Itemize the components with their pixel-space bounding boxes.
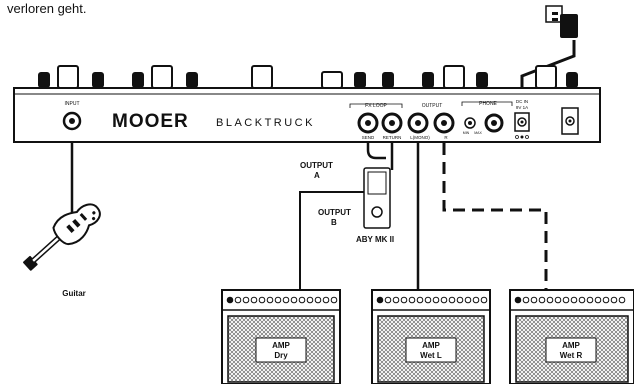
model-name: BLACKTRUCK (216, 117, 315, 129)
send-label: SEND (362, 135, 375, 140)
amp-dry: AMP Dry (221, 289, 341, 384)
phone-jack-icon (484, 113, 504, 133)
return-jack-icon (381, 112, 403, 134)
amp-knob-icon (250, 296, 258, 304)
amp-knob-icon (602, 296, 610, 304)
caption-text: verloren geht. (7, 1, 87, 16)
amp-knob-icon (472, 296, 480, 304)
amp-knob-icon (554, 296, 562, 304)
amp-knob-icon (562, 296, 570, 304)
power-adapter-icon (545, 5, 578, 38)
amp-knob-icon (416, 296, 424, 304)
cable-wet-r (442, 124, 548, 292)
amp-knob-icon (522, 296, 530, 304)
amp-dry-label-2: Dry (274, 351, 288, 360)
amp-knob-icon (234, 296, 242, 304)
pedal-body (13, 87, 601, 143)
amp-knob-icon (448, 296, 456, 304)
amp-knob-icon (274, 296, 282, 304)
output-a-letter: A (314, 171, 320, 180)
amp-wet-l: AMP Wet L (371, 289, 491, 384)
amp-knob-icon (282, 296, 290, 304)
amp-dry-label-1: AMP (272, 341, 290, 350)
amp-knob-icon (514, 296, 522, 304)
output-b-label: OUTPUT (318, 208, 351, 217)
amp-knob-icon (618, 296, 626, 304)
output-b-letter: B (331, 218, 337, 227)
amp-knob-icon (456, 296, 464, 304)
amp-knob-icon (384, 296, 392, 304)
cable-send-aby (366, 124, 386, 160)
amp-knob-icon (314, 296, 322, 304)
return-label: RETURN (383, 135, 402, 140)
amp-wet-l-label-1: AMP (422, 341, 440, 350)
dc-jack-icon (514, 112, 530, 139)
amp-knob-row (226, 296, 338, 304)
phone-knob-icon (464, 117, 476, 129)
amp-knob-icon (424, 296, 432, 304)
amp-knob-icon (400, 296, 408, 304)
phone-min-label: MIN (463, 131, 470, 135)
amp-knob-icon (480, 296, 488, 304)
amp-knob-row (514, 296, 626, 304)
amp-knob-icon (530, 296, 538, 304)
amp-knob-icon (432, 296, 440, 304)
brand-logo: MOOER (112, 111, 189, 132)
amp-knob-icon (330, 296, 338, 304)
amp-knob-icon (538, 296, 546, 304)
guitar-label: Guitar (62, 289, 86, 298)
amp-knob-icon (546, 296, 554, 304)
amp-knob-icon (392, 296, 400, 304)
amp-knob-icon (226, 296, 234, 304)
amp-knob-icon (290, 296, 298, 304)
cable-output-a (299, 191, 364, 292)
phone-max-label: MAX (474, 131, 482, 135)
guitar-icon (23, 203, 101, 271)
amp-knob-icon (578, 296, 586, 304)
amp-wet-r-label-1: AMP (562, 341, 580, 350)
l-mono-label: L(MONO) (410, 135, 430, 140)
r-label: R (444, 135, 448, 140)
input-label: INPUT (65, 101, 80, 107)
amp-wet-r: AMP Wet R (509, 289, 634, 384)
aby-label: ABY MK II (356, 235, 394, 244)
output-label: OUTPUT (422, 103, 443, 109)
amp-knob-icon (258, 296, 266, 304)
amp-knob-icon (586, 296, 594, 304)
amp-knob-icon (306, 296, 314, 304)
amp-knob-icon (594, 296, 602, 304)
dc-in-label: DC IN (516, 99, 528, 104)
amp-knob-icon (570, 296, 578, 304)
aby-box (363, 167, 391, 229)
pedal-top-controls (38, 65, 578, 89)
output-a-label: OUTPUT (300, 161, 333, 170)
fx-loop-label: FX LOOP (365, 103, 387, 109)
send-jack-icon (357, 112, 379, 134)
amp-knob-row (376, 296, 488, 304)
amp-knob-icon (440, 296, 448, 304)
output-r-jack-icon (433, 112, 455, 134)
amp-wet-l-label-2: Wet L (420, 351, 442, 360)
amp-knob-icon (242, 296, 250, 304)
amp-knob-icon (322, 296, 330, 304)
aby-footswitch-icon (371, 206, 383, 218)
amp-knob-icon (408, 296, 416, 304)
dc-rating-label: 9V 1A (516, 105, 528, 110)
amp-knob-icon (266, 296, 274, 304)
phone-label: PHONE (479, 101, 497, 107)
usb-port-icon (561, 107, 579, 135)
output-l-jack-icon (407, 112, 429, 134)
input-jack-icon (62, 111, 82, 131)
amp-knob-icon (464, 296, 472, 304)
amp-knob-icon (610, 296, 618, 304)
amp-knob-icon (376, 296, 384, 304)
amp-knob-icon (298, 296, 306, 304)
amp-wet-r-label-2: Wet R (560, 351, 583, 360)
